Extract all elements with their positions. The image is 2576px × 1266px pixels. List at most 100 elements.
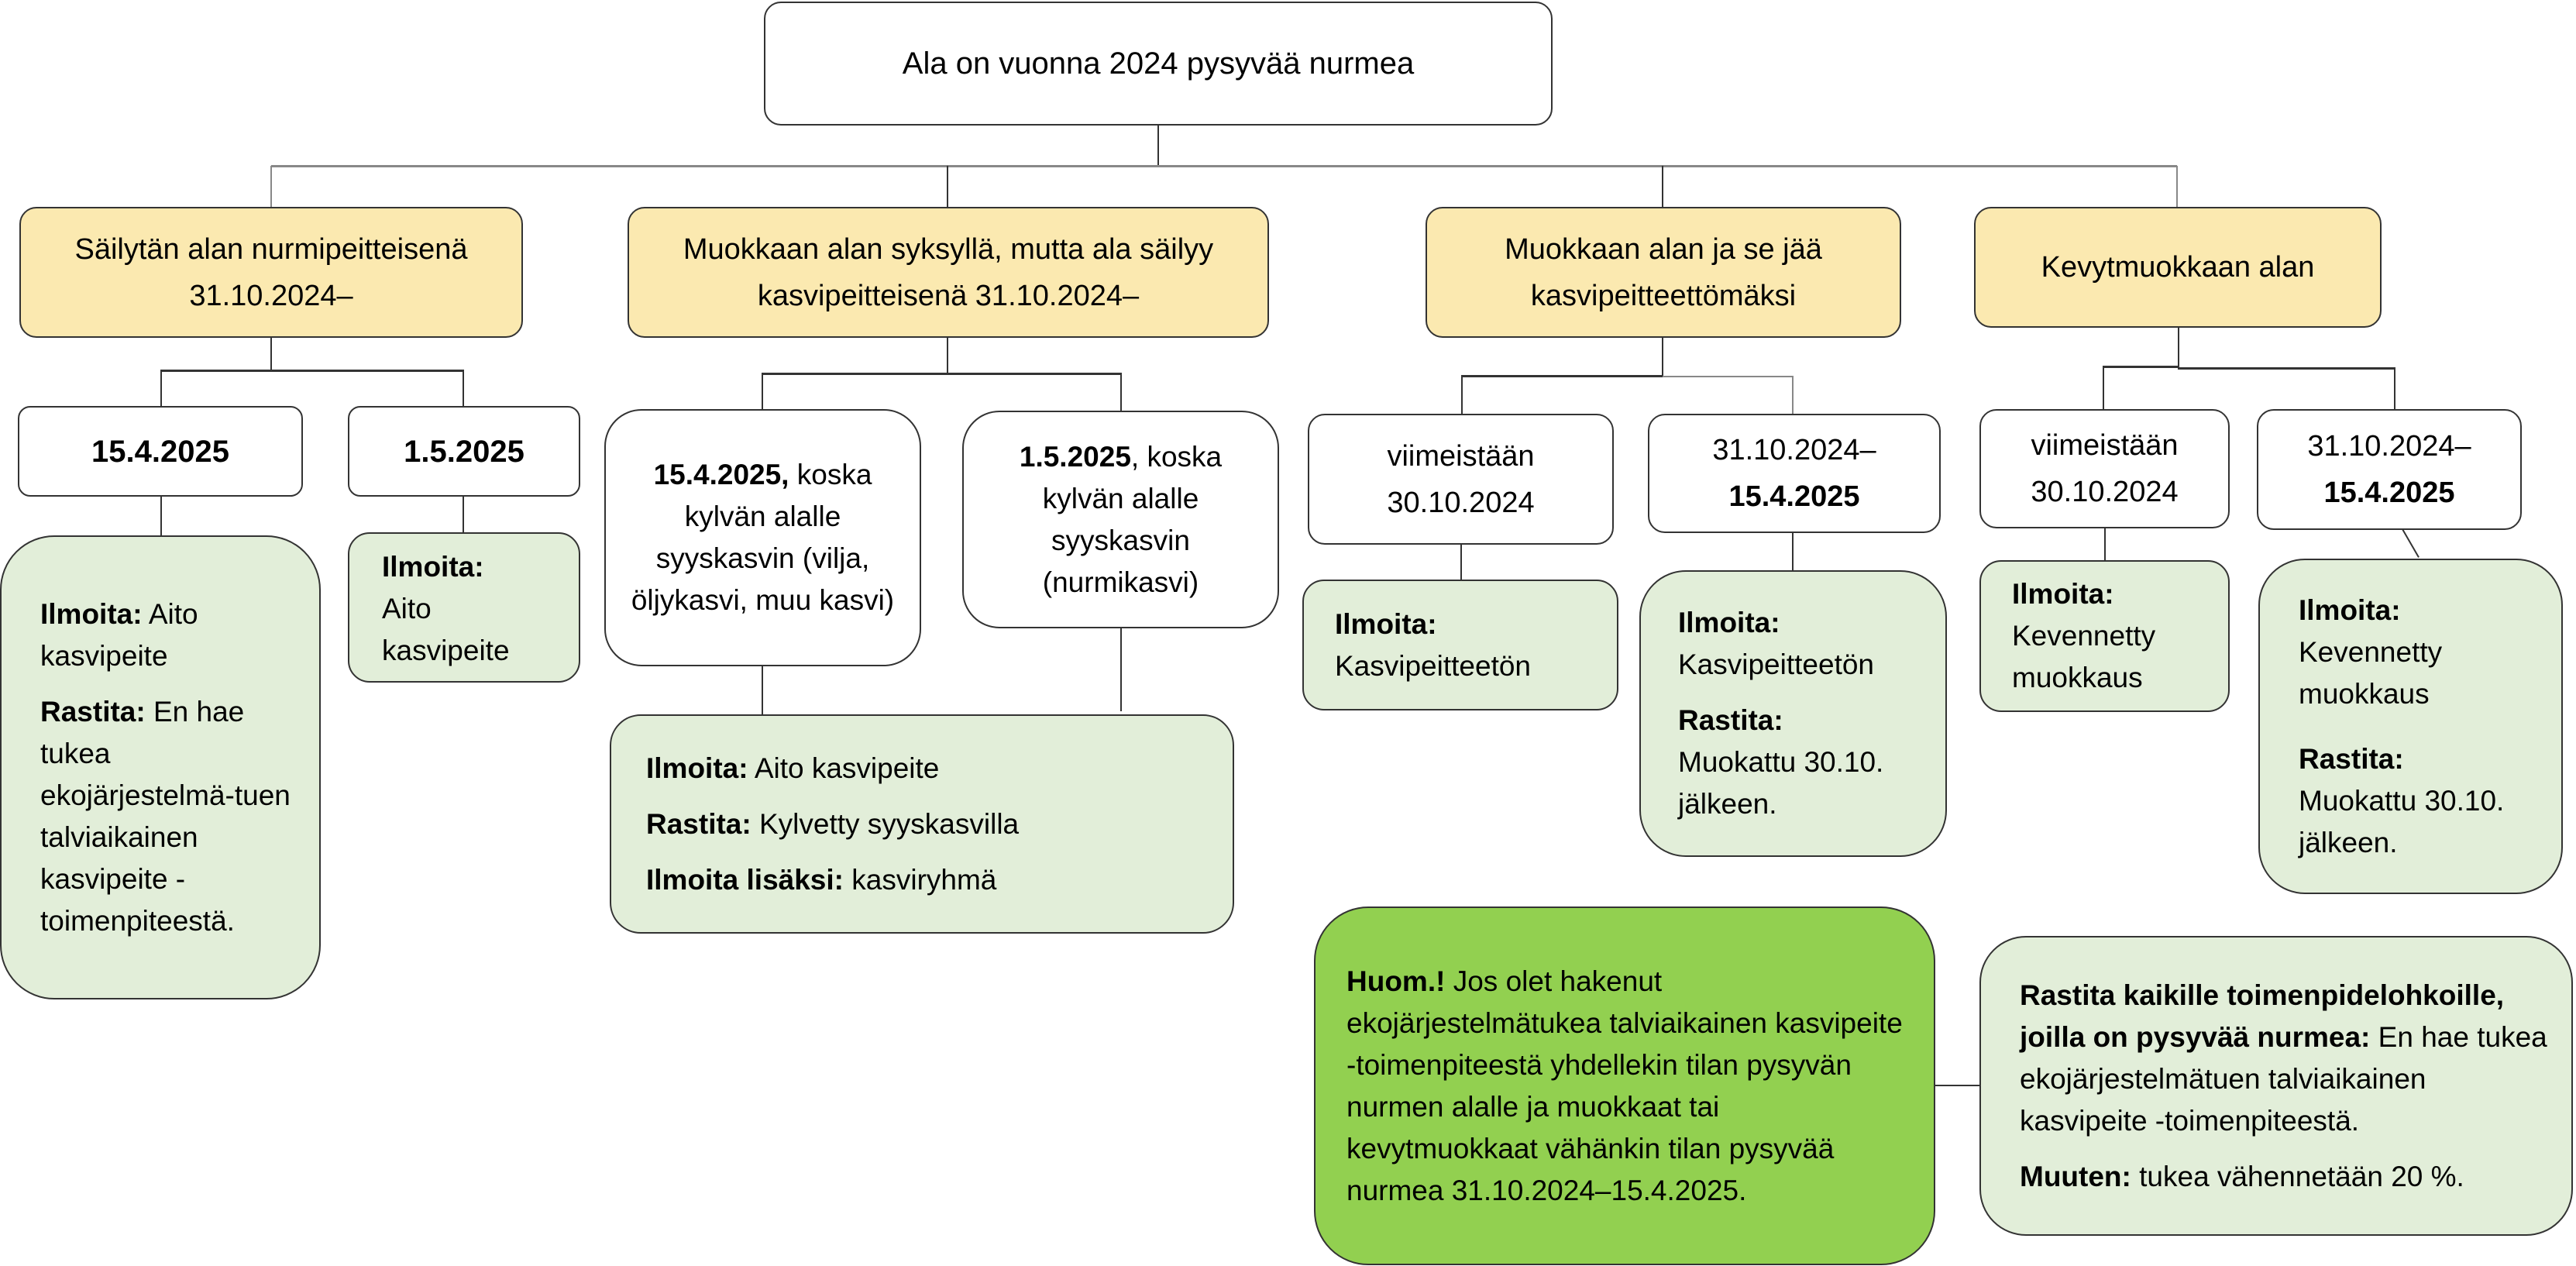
connector [1935,1085,1979,1086]
connector [1461,375,1463,414]
connector [1120,628,1122,711]
connector [762,373,1122,375]
date-line2: 15.4.2025 [2323,476,2455,509]
date-option: 31.10.2024– 15.4.2025 [2257,409,2522,530]
connector [1460,544,1462,580]
result-box: Ilmoita: Kasvipeitteetön [1302,580,1618,710]
result-key: Rastita: [2299,742,2404,775]
result-key: Ilmoita: [1335,607,1437,640]
connector [947,166,948,207]
connector [2178,367,2395,370]
result-box: Ilmoita: Kevennetty muokkaus [1979,560,2230,712]
date-reason: koska kylvän alalle syyskasvin (vilja, ö… [631,459,895,616]
connector [2402,528,2420,558]
date-line1: viimeistään [1387,439,1535,473]
note-key: Huom.! [1346,965,1446,997]
date-option: 15.4.2025, koska kylvän alalle syyskasvi… [604,409,921,666]
root-node: Ala on vuonna 2024 pysyvää nurmea [764,2,1553,126]
result-value: Aito kasvipeite [754,752,940,784]
connector [1792,532,1794,570]
result-key: Rastita: [1678,704,1783,736]
date-line2: 30.10.2024 [2031,476,2179,508]
date-label: 1.5.2025 [404,434,524,469]
result-box: Ilmoita: Aito kasvipeite Rastita: En hae… [0,535,321,999]
branch-keep-grass: Säilytän alan nurmipeitteisenä 31.10.202… [19,207,523,338]
branch-label: Kevytmuokkaan alan [2041,251,2315,284]
result-value: Kevennetty muokkaus [2299,635,2443,710]
date-option: 15.4.2025 [18,406,303,497]
date-line2: 15.4.2025 [1728,480,1860,513]
result-key: Ilmoita lisäksi: [646,863,844,896]
date-line1: 31.10.2024– [1712,434,1876,466]
result-key: Ilmoita: [646,752,748,784]
connector [2103,366,2179,368]
connector [2176,166,2178,207]
connector [1662,337,1663,376]
connector [2178,327,2179,367]
result-box: Ilmoita: Aito kasvipeite Rastita: Kylvet… [610,714,1234,934]
branch-label: Säilytän alan nurmipeitteisenä 31.10.202… [74,232,468,312]
connector [1120,373,1122,411]
branch-light-till: Kevytmuokkaan alan [1974,207,2382,328]
connector [270,337,272,370]
branch-label: Muokkaan alan syksyllä, mutta ala säilyy… [683,232,1214,312]
note-action-box: Rastita kaikille toimenpidelohkoille, jo… [1979,936,2573,1236]
note-action-value: En hae tukea ekojärjestelmätuen talviaik… [2020,1020,2547,1137]
result-key: Ilmoita: [1678,607,1780,638]
branch-till-autumn-covered: Muokkaan alan syksyllä, mutta ala säilyy… [628,207,1269,338]
connector [463,370,464,406]
connector [160,370,464,372]
connector [270,166,272,207]
result-key: Ilmoita: [2012,578,2114,610]
branch-till-uncovered: Muokkaan alan ja se jää kasvipeitteettöm… [1426,207,1901,338]
date-option: 31.10.2024– 15.4.2025 [1648,414,1941,533]
result-box: Ilmoita: Kevennetty muokkaus Rastita: Muok… [2258,559,2563,894]
date-line1: viimeistään [2031,429,2179,462]
result-value: Kasvipeitteetön [1678,648,1875,680]
date-option: viimeistään 30.10.2024 [1308,414,1614,545]
branch-label: Muokkaan alan ja se jää kasvipeitteettöm… [1505,232,1822,312]
result-key: Ilmoita: [40,597,143,630]
connector [271,165,2177,167]
result-box: Ilmoita: Aito kasvipeite [348,532,580,683]
note-box: Huom.! Jos olet hakenut ekojärjestelmätu… [1314,906,1935,1265]
result-key: Ilmoita: [382,551,484,583]
note-action-key: Rastita kaikille toimenpidelohkoille, jo… [2020,979,2505,1053]
result-box: Ilmoita: Kasvipeitteetön Rastita: Muokattu… [1639,570,1947,857]
date-label: 15.4.2025, [653,459,789,490]
note-text: Jos olet hakenut ekojärjestelmätukea tal… [1346,965,1903,1206]
result-key: Rastita: [40,695,146,728]
connector [160,496,162,535]
date-option: 1.5.2025, koska kylvän alalle syyskasvin… [962,411,1279,628]
date-line1: 31.10.2024– [2307,430,2471,463]
date-line2: 30.10.2024 [1387,486,1535,519]
note-action-value: tukea vähennetään 20 %. [2131,1160,2464,1192]
connector [463,496,464,532]
connector [1663,376,1793,377]
result-value: Kylvetty syyskasvilla [758,807,1020,840]
result-value: En hae tukea ekojärjestelmä-tuen talviai… [40,695,291,937]
connector [1157,125,1159,166]
result-value: Aito kasvipeite [40,597,198,672]
connector [947,337,948,373]
date-label: 15.4.2025 [91,434,229,469]
connector [1461,375,1663,377]
result-value: Kevennetty muokkaus [2012,620,2156,693]
result-value: Aito kasvipeite [382,593,510,666]
result-value: Muokattu 30.10. jälkeen. [1678,746,1884,820]
date-option: viimeistään 30.10.2024 [1979,409,2230,528]
connector [2103,366,2104,409]
result-value: Kasvipeitteetön [1335,649,1532,682]
result-key: Rastita: [646,807,751,840]
date-reason: , koska kylvän alalle syyskasvin (nurmik… [1042,440,1223,598]
result-key: Ilmoita: [2299,593,2401,626]
connector [2394,367,2395,409]
result-value: Muokattu 30.10. jälkeen. [2299,784,2505,858]
date-option: 1.5.2025 [348,406,580,497]
connector [1662,166,1663,207]
result-value: kasviryhmä [851,863,997,896]
connector [1792,376,1794,414]
connector [2104,528,2106,560]
date-label: 1.5.2025 [1019,440,1131,473]
connector [762,666,763,714]
